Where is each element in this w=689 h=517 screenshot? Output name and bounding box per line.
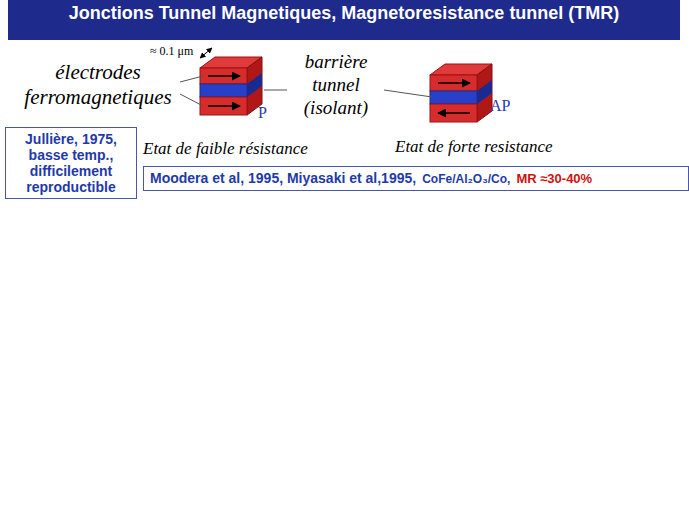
box-text: Moodera et al, 1995, Miyasaki et al,1995… <box>150 170 416 186</box>
leader-line <box>180 94 203 106</box>
state-label: P <box>258 104 278 122</box>
caption-label: Etat de faible résistance <box>143 139 343 159</box>
cube-antiparallel <box>430 64 492 122</box>
leader-line <box>384 90 432 97</box>
result-box: Moodera et al, 1995, Miyasaki et al,1995… <box>143 166 689 191</box>
dimension-arrow <box>200 48 212 58</box>
box-text: CoFe/Al₂O₃/Co, <box>422 172 510 186</box>
leader-line <box>180 76 203 82</box>
history-box: Jullière, 1975, basse temp., difficileme… <box>5 127 137 199</box>
title-text: Jonctions Tunnel Magnetiques, Magnetores… <box>8 0 680 23</box>
box-text: MR ≈30-40% <box>516 171 592 186</box>
title-bar: Jonctions Tunnel Magnetiques, Magnetores… <box>8 0 680 40</box>
leader-line <box>264 90 287 91</box>
state-label: AP <box>490 97 520 115</box>
dimension-label: ≈ 0.1 μm <box>150 44 210 59</box>
electrode-label: électrodes ferromagnetiques <box>14 60 182 110</box>
caption-label: Etat de forte resistance <box>395 137 595 157</box>
box-text: Jullière, 1975, basse temp., difficileme… <box>10 131 132 195</box>
cube-parallel <box>200 57 262 115</box>
barrier-label: barrière tunnel (isolant) <box>288 50 384 119</box>
